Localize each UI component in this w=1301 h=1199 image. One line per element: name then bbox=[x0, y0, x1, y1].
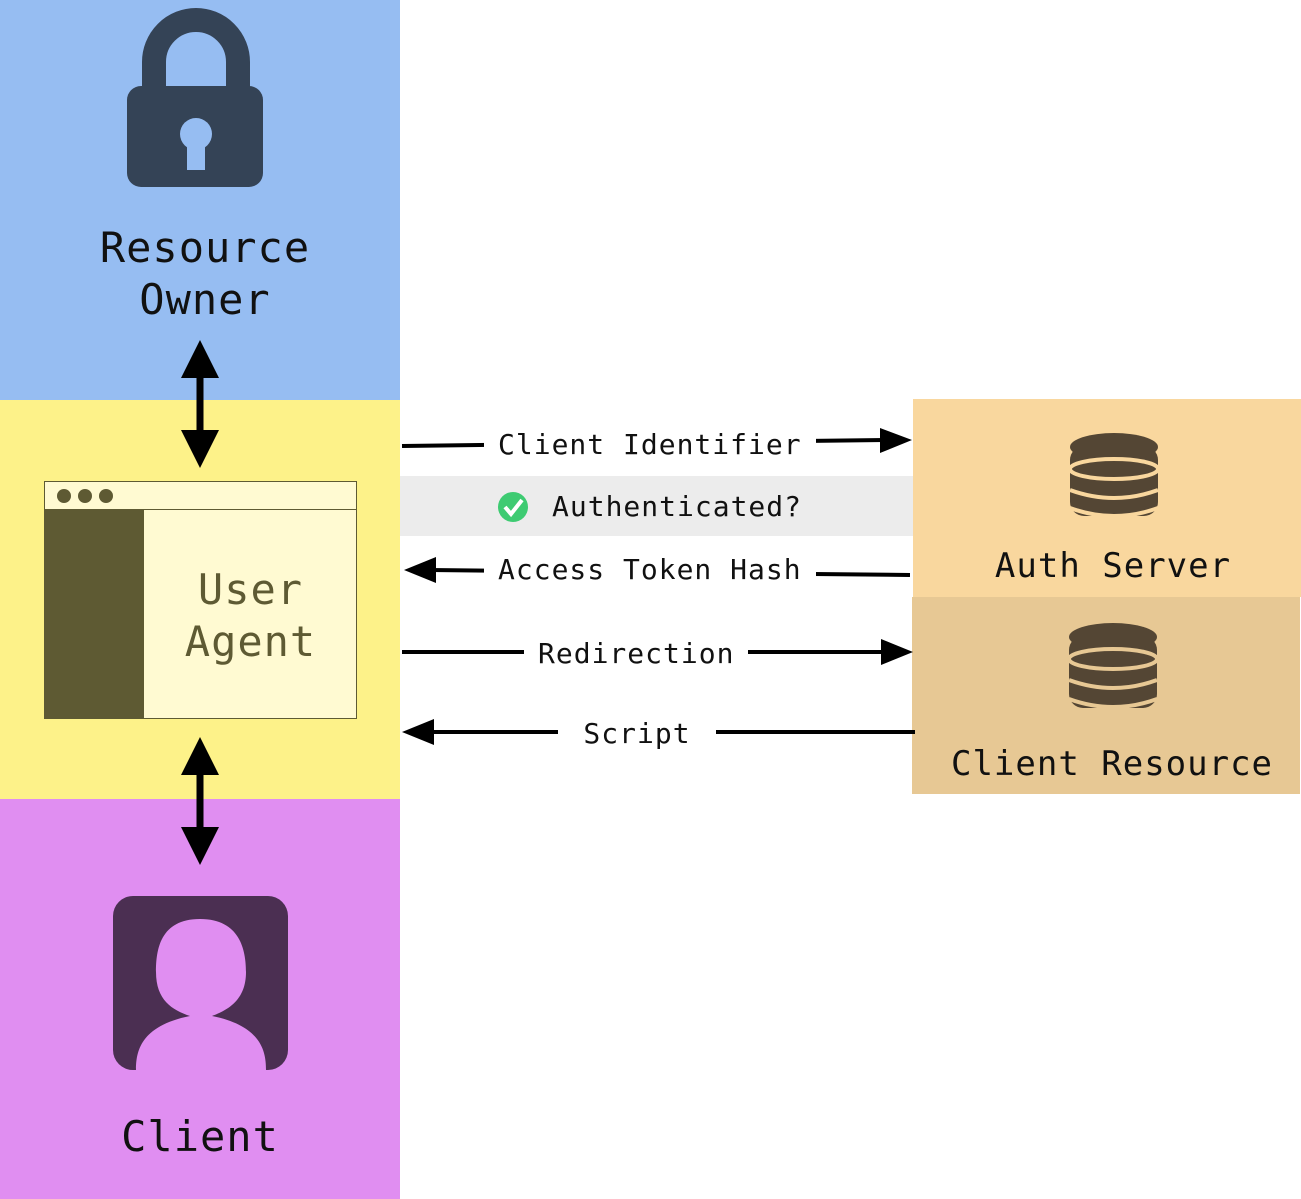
user-agent-label: User Agent bbox=[145, 564, 356, 668]
resource-owner-label: Resource Owner bbox=[60, 222, 350, 326]
redirection-label: Redirection bbox=[524, 637, 749, 671]
user-agent-label-line1: User bbox=[197, 565, 304, 614]
resource-owner-panel bbox=[0, 0, 400, 400]
window-dot-icon bbox=[99, 489, 113, 503]
auth-server-label: Auth Server bbox=[994, 546, 1232, 586]
user-agent-label-line2: Agent bbox=[184, 617, 317, 666]
authenticated-label: Authenticated? bbox=[552, 490, 803, 523]
client-identifier-label: Client Identifier bbox=[484, 428, 816, 462]
window-dot-icon bbox=[57, 489, 71, 503]
browser-window-icon: User Agent bbox=[44, 481, 357, 719]
client-label: Client bbox=[121, 1112, 279, 1161]
browser-titlebar bbox=[45, 482, 356, 510]
script-label: Script bbox=[558, 717, 716, 751]
resource-owner-label-line1: Resource bbox=[99, 223, 311, 272]
window-dot-icon bbox=[78, 489, 92, 503]
resource-owner-label-line2: Owner bbox=[139, 275, 271, 324]
browser-sidebar bbox=[45, 510, 144, 718]
authenticated-band bbox=[400, 476, 913, 536]
client-resource-label: Client Resource bbox=[950, 744, 1274, 784]
access-token-hash-label: Access Token Hash bbox=[484, 553, 816, 587]
